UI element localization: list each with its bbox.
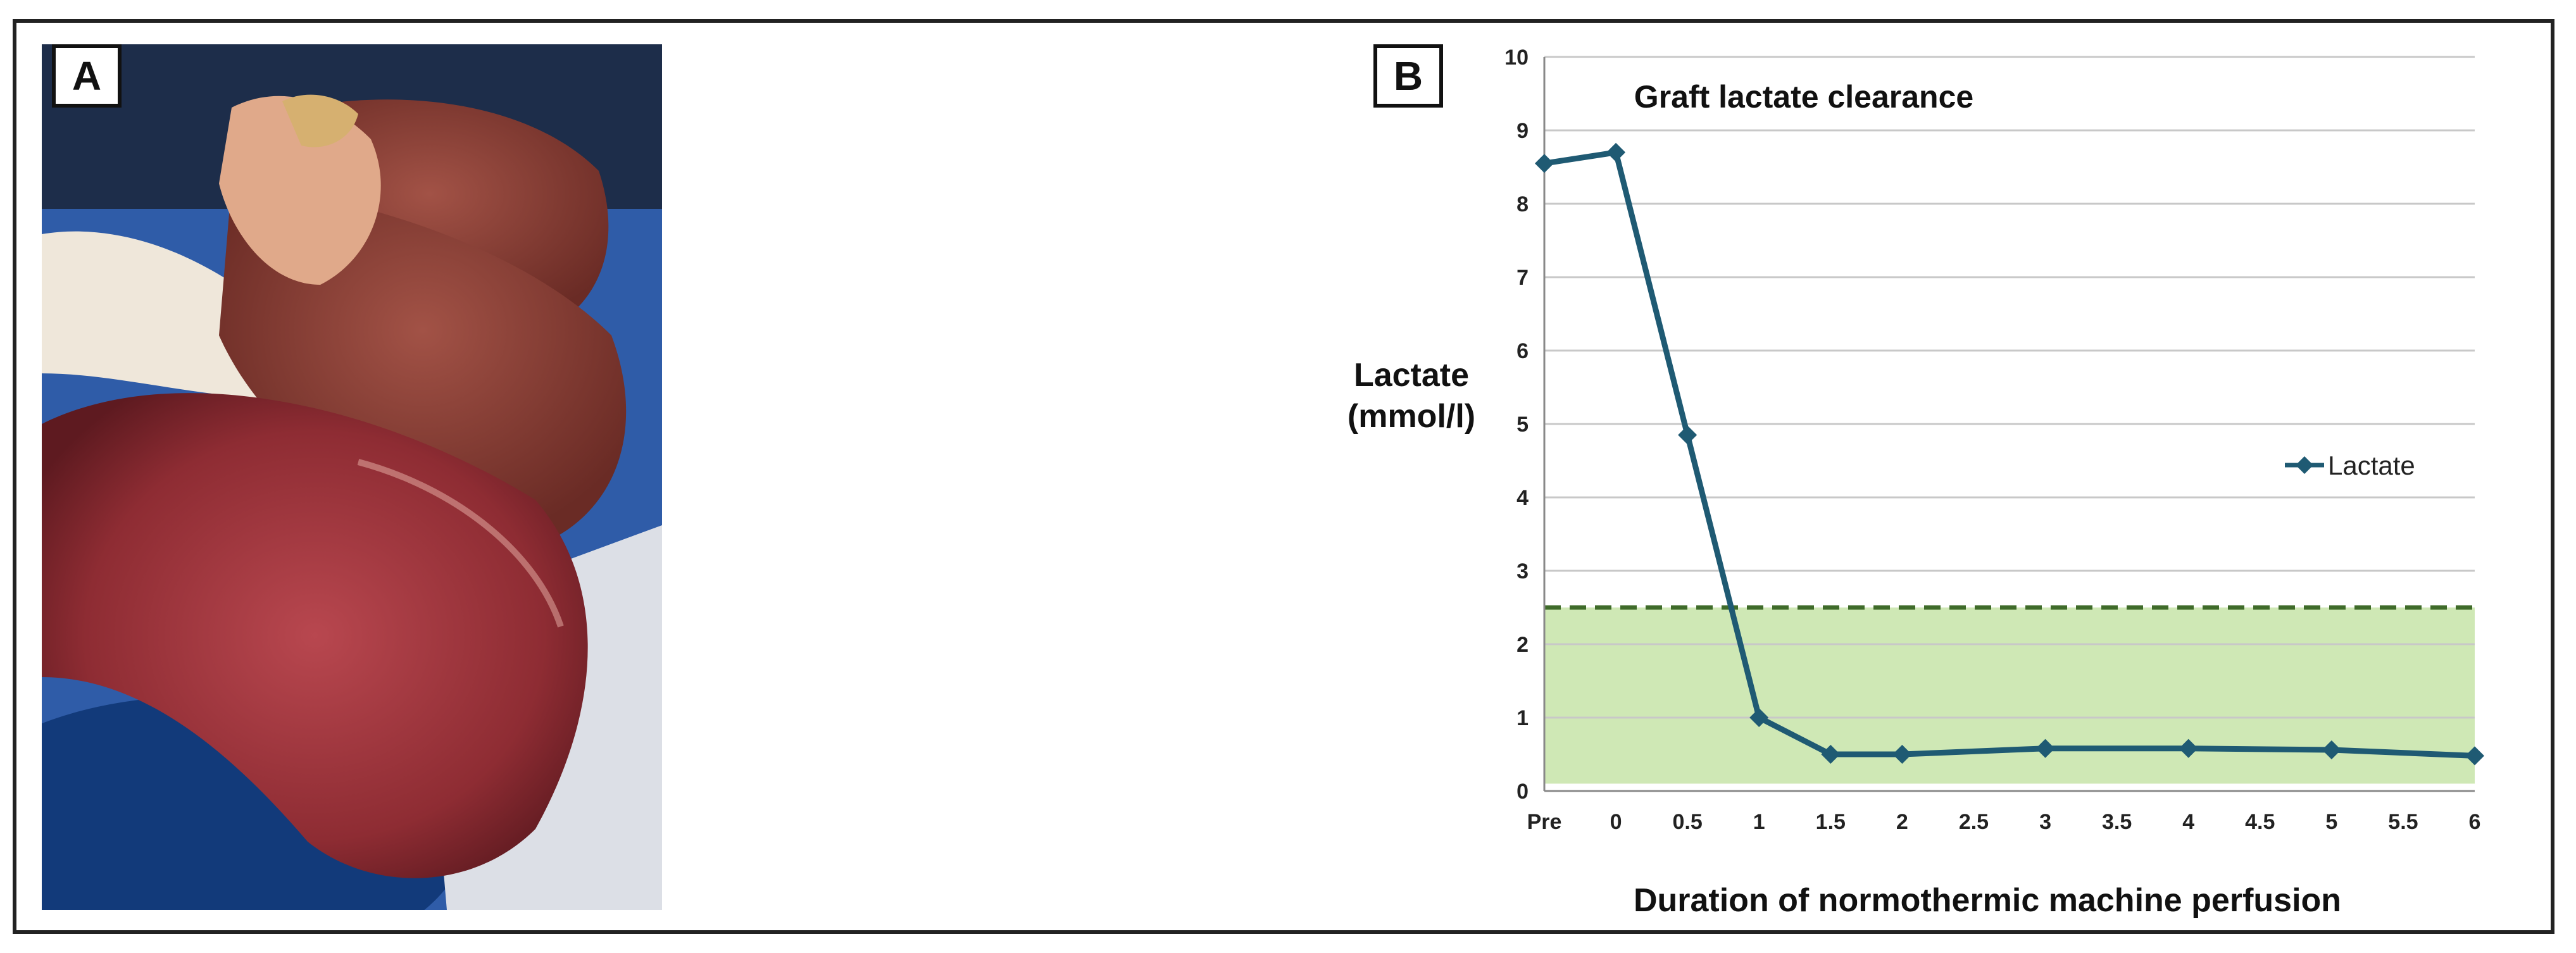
legend: Lactate: [2285, 451, 2415, 480]
y-tick-1: 1: [1516, 706, 1529, 730]
y-tick-2: 2: [1516, 633, 1529, 657]
data-point-Pre: [1535, 154, 1554, 173]
x-tick-4.5: 4.5: [2245, 810, 2275, 834]
y-tick-0: 0: [1516, 780, 1529, 804]
data-point-1: [1749, 708, 1769, 727]
y-tick-4: 4: [1516, 486, 1529, 510]
series-line-lactate: [1544, 149, 2475, 759]
data-point-0.5: [1678, 425, 1698, 445]
liver-photo: [42, 44, 662, 910]
x-tick-2: 2: [1896, 810, 1908, 834]
x-tick-1.5: 1.5: [1816, 810, 1846, 834]
y-tick-5: 5: [1516, 413, 1529, 437]
x-tick-0.5: 0.5: [1673, 810, 1703, 834]
x-tick-2.5: 2.5: [1959, 810, 1989, 834]
chart-title: Graft lactate clearance: [1634, 79, 1973, 115]
legend-label-lactate: Lactate: [2328, 451, 2415, 480]
x-axis-label: Duration of normothermic machine perfusi…: [1634, 882, 2341, 919]
data-point-3: [2035, 738, 2055, 758]
y-tick-9: 9: [1516, 119, 1529, 143]
x-tick-5: 5: [2325, 810, 2337, 834]
x-tick-Pre: Pre: [1527, 810, 1562, 834]
data-point-1.5: [1821, 745, 1841, 764]
data-point-5: [2322, 740, 2341, 760]
x-tick-3: 3: [2039, 810, 2051, 834]
x-tick-3.5: 3.5: [2102, 810, 2132, 834]
legend-marker-lactate: [2296, 456, 2313, 474]
x-tick-0: 0: [1610, 810, 1622, 834]
y-axis-label-line-2: (mmol/l): [1347, 398, 1475, 435]
y-tick-6: 6: [1516, 339, 1529, 363]
data-point-6: [2465, 746, 2484, 766]
x-tick-6: 6: [2469, 810, 2481, 834]
y-tick-8: 8: [1516, 192, 1529, 216]
y-tick-7: 7: [1516, 266, 1529, 290]
y-tick-10: 10: [1504, 46, 1529, 70]
data-point-4: [2179, 738, 2198, 758]
x-tick-1: 1: [1753, 810, 1765, 834]
y-tick-3: 3: [1516, 559, 1529, 583]
panel-label-a: A: [52, 44, 122, 108]
x-tick-4: 4: [2182, 810, 2194, 834]
data-point-0: [1606, 142, 1626, 162]
reference-band: [1544, 607, 2475, 784]
x-tick-5.5: 5.5: [2388, 810, 2418, 834]
data-point-2: [1892, 745, 1912, 764]
y-axis-label-line-1: Lactate: [1354, 357, 1469, 394]
panel-label-b: B: [1373, 44, 1443, 108]
